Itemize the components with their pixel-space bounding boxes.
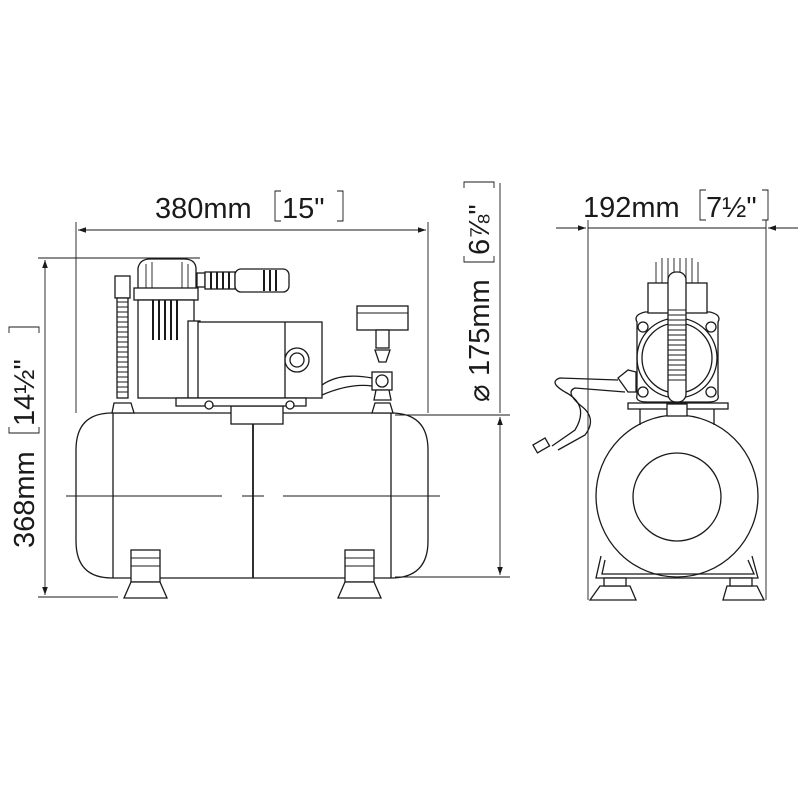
end-view bbox=[532, 258, 766, 601]
handle bbox=[196, 268, 290, 293]
dimension-length: 380mm 15" bbox=[75, 190, 429, 413]
side-view bbox=[66, 258, 440, 599]
motor bbox=[175, 321, 323, 410]
wire-side bbox=[321, 375, 373, 396]
tank-side bbox=[66, 405, 440, 579]
length-metric: 380mm bbox=[155, 193, 252, 225]
diameter-metric: 175mm bbox=[464, 279, 496, 376]
pressure-gauge bbox=[356, 305, 409, 414]
length-imperial: 15" bbox=[282, 193, 325, 225]
foot-left bbox=[123, 549, 168, 599]
diameter-imperial: 6⅞" bbox=[464, 204, 496, 255]
diameter-symbol: ⌀ bbox=[464, 385, 496, 402]
height-metric: 368mm bbox=[9, 451, 41, 548]
compressor-head bbox=[133, 258, 201, 399]
dimension-width: 192mm 7½" bbox=[556, 189, 798, 600]
braided-hose bbox=[111, 275, 135, 414]
width-metric: 192mm bbox=[583, 192, 680, 224]
dimension-height: 368mm 14½" bbox=[8, 257, 200, 598]
tank-end bbox=[595, 414, 759, 578]
height-imperial: 14½" bbox=[9, 359, 41, 426]
foot-right bbox=[337, 549, 382, 599]
dimension-tank-diameter: ⌀ 175mm 6⅞" bbox=[395, 181, 510, 578]
width-imperial: 7½" bbox=[706, 192, 757, 224]
